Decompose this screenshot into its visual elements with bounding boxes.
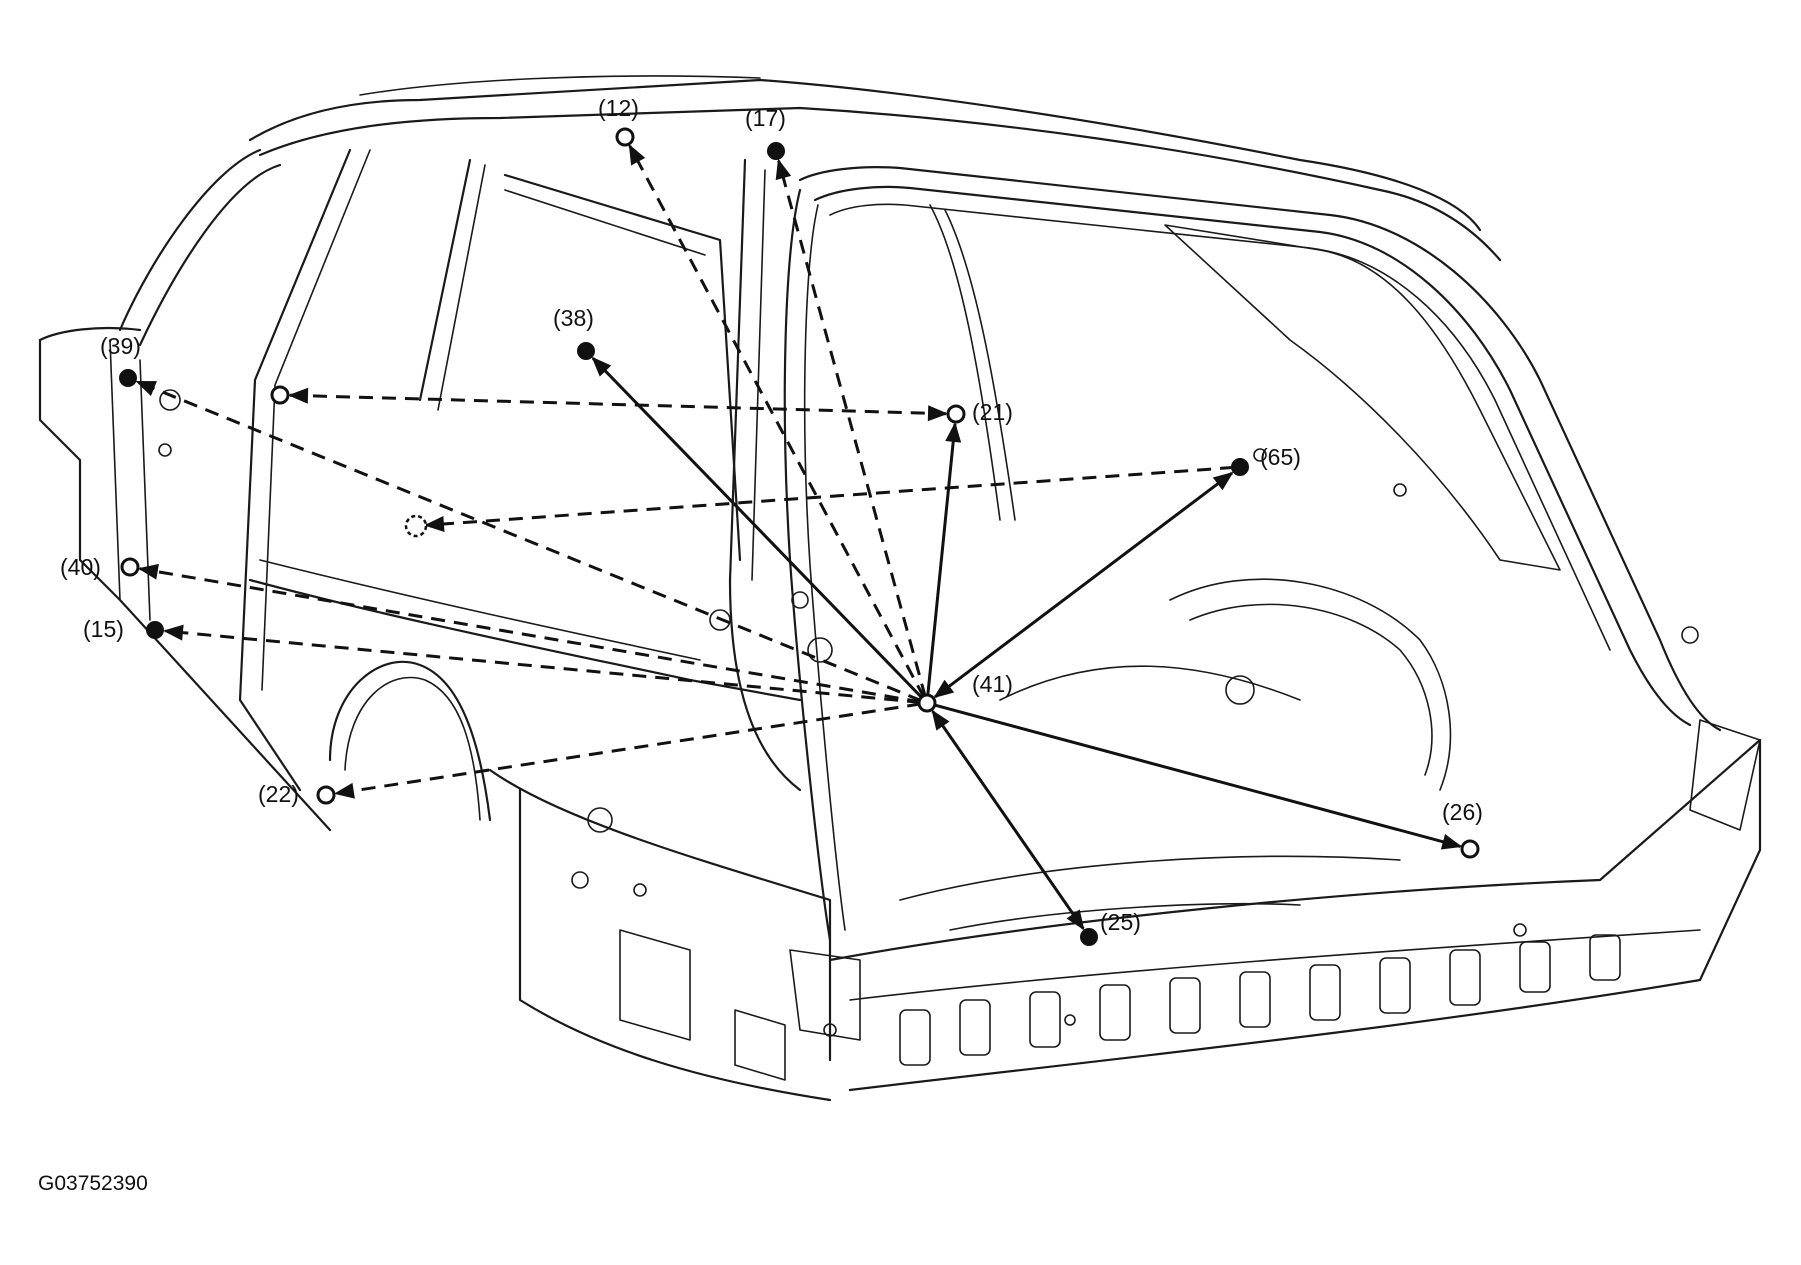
- measurement-line-pL-p21: [287, 387, 949, 422]
- bumper-slots: [899, 934, 1621, 1066]
- measurement-lines: [135, 144, 1463, 931]
- measurement-point-p40: [120, 557, 140, 577]
- measurement-point-pL: [270, 385, 290, 405]
- label-p12: (12): [598, 95, 639, 121]
- label-p65: (65): [1260, 444, 1301, 470]
- label-p40: (40): [60, 554, 101, 580]
- measurement-line-p41-p22: [333, 702, 922, 799]
- label-p39: (39): [100, 333, 141, 359]
- measurement-points: [119, 127, 1480, 946]
- measurement-line-p65-pH: [423, 465, 1235, 532]
- measurement-point-p41: [917, 693, 937, 713]
- measurement-line-p41-p12: [628, 144, 926, 699]
- measurement-point-p25: [1080, 928, 1098, 946]
- label-p22: (22): [258, 781, 299, 807]
- measurement-line-p41-p65: [933, 471, 1234, 699]
- point-labels: (12) (17) (38) (39) (21) (65) (40) (15) …: [60, 95, 1483, 935]
- measurement-line-p41-p39: [135, 380, 923, 703]
- label-p21: (21): [972, 399, 1013, 425]
- label-p41: (41): [972, 671, 1013, 697]
- measurement-line-p41-p17: [775, 158, 927, 698]
- measurement-line-p41-p25: [931, 709, 1085, 931]
- body-holes: [158, 389, 1699, 1037]
- measurement-line-p41-p40: [137, 563, 922, 704]
- label-p15: (15): [83, 616, 124, 642]
- measurement-line-p41-p15: [162, 624, 922, 704]
- measurement-line-p41-p21: [926, 421, 962, 698]
- measurement-line-p41-p26: [932, 703, 1463, 850]
- label-p38: (38): [553, 305, 594, 331]
- label-p17: (17): [745, 105, 786, 131]
- measurement-point-p39: [119, 369, 137, 387]
- figure-reference-code: G03752390: [38, 1172, 148, 1195]
- measurement-point-p38: [577, 342, 595, 360]
- measurement-point-pH: [404, 514, 428, 538]
- measurement-point-p12: [615, 127, 635, 147]
- measurement-point-p17: [767, 142, 785, 160]
- measurement-point-p15: [146, 621, 164, 639]
- measurement-point-p26: [1460, 839, 1480, 859]
- measurement-point-p22: [316, 785, 336, 805]
- measurement-point-p65: [1231, 458, 1249, 476]
- measurement-point-p21: [946, 404, 966, 424]
- label-p26: (26): [1442, 799, 1483, 825]
- label-p25: (25): [1100, 909, 1141, 935]
- vehicle-body-outline: [38, 75, 1762, 1102]
